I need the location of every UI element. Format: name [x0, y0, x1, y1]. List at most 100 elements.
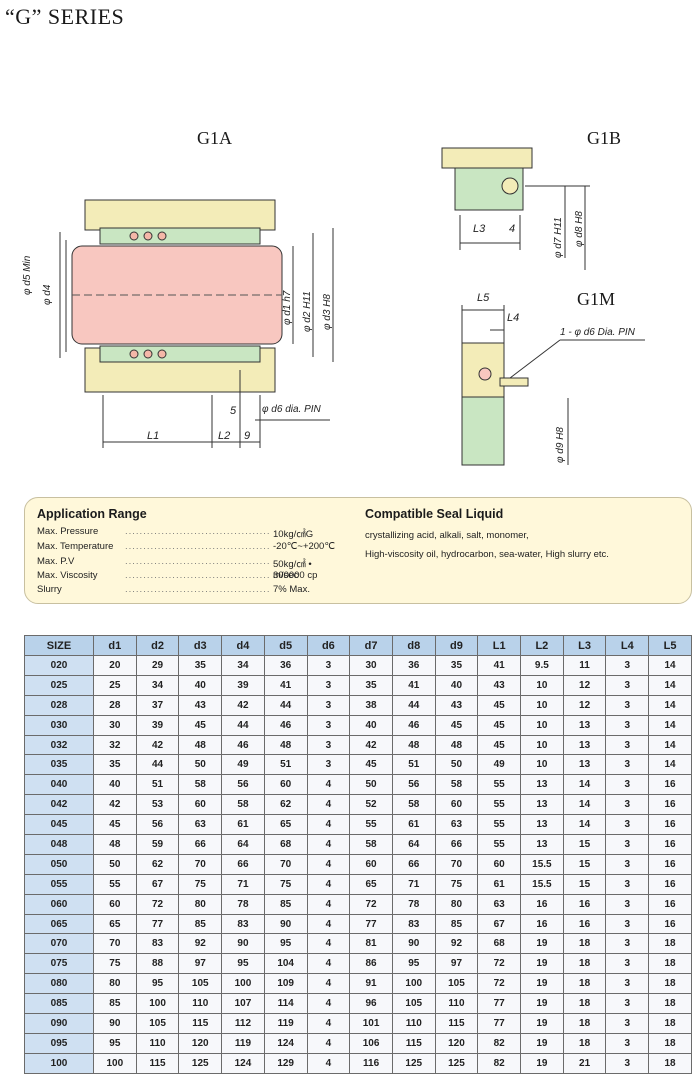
- table-cell: 72: [349, 893, 393, 915]
- table-cell: 13: [520, 814, 564, 836]
- table-cell: 13: [562, 734, 607, 756]
- table-cell: 95: [93, 1032, 137, 1054]
- table-cell: 19: [520, 1052, 564, 1074]
- g1a-drawing: [59, 199, 334, 448]
- table-cell: 66: [434, 834, 479, 855]
- table-cell: 61: [477, 873, 522, 895]
- table-cell: 60: [263, 774, 308, 796]
- compatible-liquid-line-1: crystallizing acid, alkali, salt, monome…: [365, 530, 529, 541]
- table-cell: 51: [135, 774, 180, 796]
- table-cell: 13: [520, 794, 564, 816]
- table-cell: 104: [263, 953, 308, 975]
- table-cell: 4: [306, 953, 351, 975]
- table-cell: 4: [306, 853, 351, 875]
- app-row-value: 7% Max.: [273, 584, 310, 595]
- table-cell: 65: [263, 814, 308, 836]
- table-cell: 50: [349, 774, 393, 796]
- table-cell: 4: [306, 774, 351, 796]
- table-cell: 3: [306, 754, 351, 776]
- g1a-dim-d2: φ d2 H11: [302, 291, 313, 332]
- table-cell: 52: [349, 794, 393, 816]
- size-cell: 042: [24, 794, 94, 816]
- table-cell: 64: [391, 834, 436, 855]
- table-cell: 3: [605, 913, 650, 935]
- table-cell: 83: [391, 913, 436, 935]
- column-header-d4: d4: [221, 635, 265, 656]
- table-cell: 39: [135, 714, 180, 736]
- table-cell: 100: [93, 1052, 137, 1074]
- g1a-dim-d4: φ d4: [42, 284, 53, 305]
- table-cell: 11: [562, 655, 607, 676]
- g1m-dim-l5: L5: [477, 292, 490, 304]
- table-cell: 3: [306, 714, 351, 736]
- table-cell: 16: [648, 913, 692, 935]
- table-cell: 12: [562, 694, 607, 716]
- table-cell: 3: [605, 834, 650, 855]
- table-cell: 61: [391, 814, 436, 836]
- table-cell: 45: [178, 714, 223, 736]
- column-header-d8: d8: [391, 635, 436, 656]
- table-cell: 43: [434, 694, 479, 716]
- table-cell: 14: [562, 794, 607, 816]
- table-cell: 95: [221, 953, 265, 975]
- size-cell: 020: [24, 655, 94, 676]
- table-cell: 42: [349, 734, 393, 756]
- table-cell: 45: [349, 754, 393, 776]
- table-cell: 110: [434, 993, 479, 1015]
- table-cell: 18: [562, 973, 607, 995]
- leader-dots: ........................................…: [125, 556, 270, 567]
- g1a-gland-top: [84, 199, 276, 231]
- table-cell: 40: [93, 774, 137, 796]
- size-cell: 025: [24, 674, 94, 696]
- table-cell: 42: [221, 694, 265, 716]
- table-cell: 56: [221, 774, 265, 796]
- g1b-dim-4: 4: [509, 223, 516, 235]
- g1m-dim-d6-pin: 1 - φ d6 Dia. PIN: [560, 327, 635, 338]
- size-cell: 048: [24, 834, 94, 855]
- table-cell: 10: [520, 674, 564, 696]
- table-cell: 100: [135, 993, 180, 1015]
- table-cell: 3: [605, 853, 650, 875]
- table-cell: 3: [605, 953, 650, 975]
- column-header-d1: d1: [93, 635, 137, 656]
- table-cell: 42: [93, 794, 137, 816]
- table-cell: 66: [178, 834, 223, 855]
- table-cell: 83: [135, 933, 180, 955]
- table-cell: 120: [178, 1032, 223, 1054]
- table-cell: 19: [520, 1032, 564, 1054]
- table-cell: 96: [349, 993, 393, 1015]
- table-cell: 44: [135, 754, 180, 776]
- table-cell: 3: [605, 1052, 650, 1074]
- table-cell: 67: [135, 873, 180, 895]
- table-cell: 105: [178, 973, 223, 995]
- table-cell: 14: [648, 714, 692, 736]
- size-cell: 028: [24, 694, 94, 716]
- table-cell: 3: [306, 734, 351, 756]
- g1b-dim-d8: φ d8 H8: [574, 211, 585, 247]
- table-cell: 92: [434, 933, 479, 955]
- size-cell: 090: [24, 1013, 94, 1034]
- g1b-dim-l3: L3: [473, 223, 486, 235]
- table-cell: 45: [93, 814, 137, 836]
- table-cell: 45: [477, 734, 522, 756]
- column-header-l5: L5: [648, 635, 692, 656]
- table-cell: 16: [648, 794, 692, 816]
- table-cell: 71: [221, 873, 265, 895]
- column-header-d3: d3: [178, 635, 223, 656]
- table-cell: 18: [648, 953, 692, 975]
- table-cell: 3: [605, 734, 650, 756]
- table-cell: 42: [135, 734, 180, 756]
- table-cell: 3: [605, 714, 650, 736]
- table-cell: 60: [93, 893, 137, 915]
- table-cell: 15.5: [520, 853, 564, 875]
- table-cell: 82: [477, 1052, 522, 1074]
- table-cell: 46: [221, 734, 265, 756]
- table-cell: 40: [178, 674, 223, 696]
- table-cell: 40: [434, 674, 479, 696]
- table-cell: 44: [221, 714, 265, 736]
- column-header-l1: L1: [477, 635, 522, 656]
